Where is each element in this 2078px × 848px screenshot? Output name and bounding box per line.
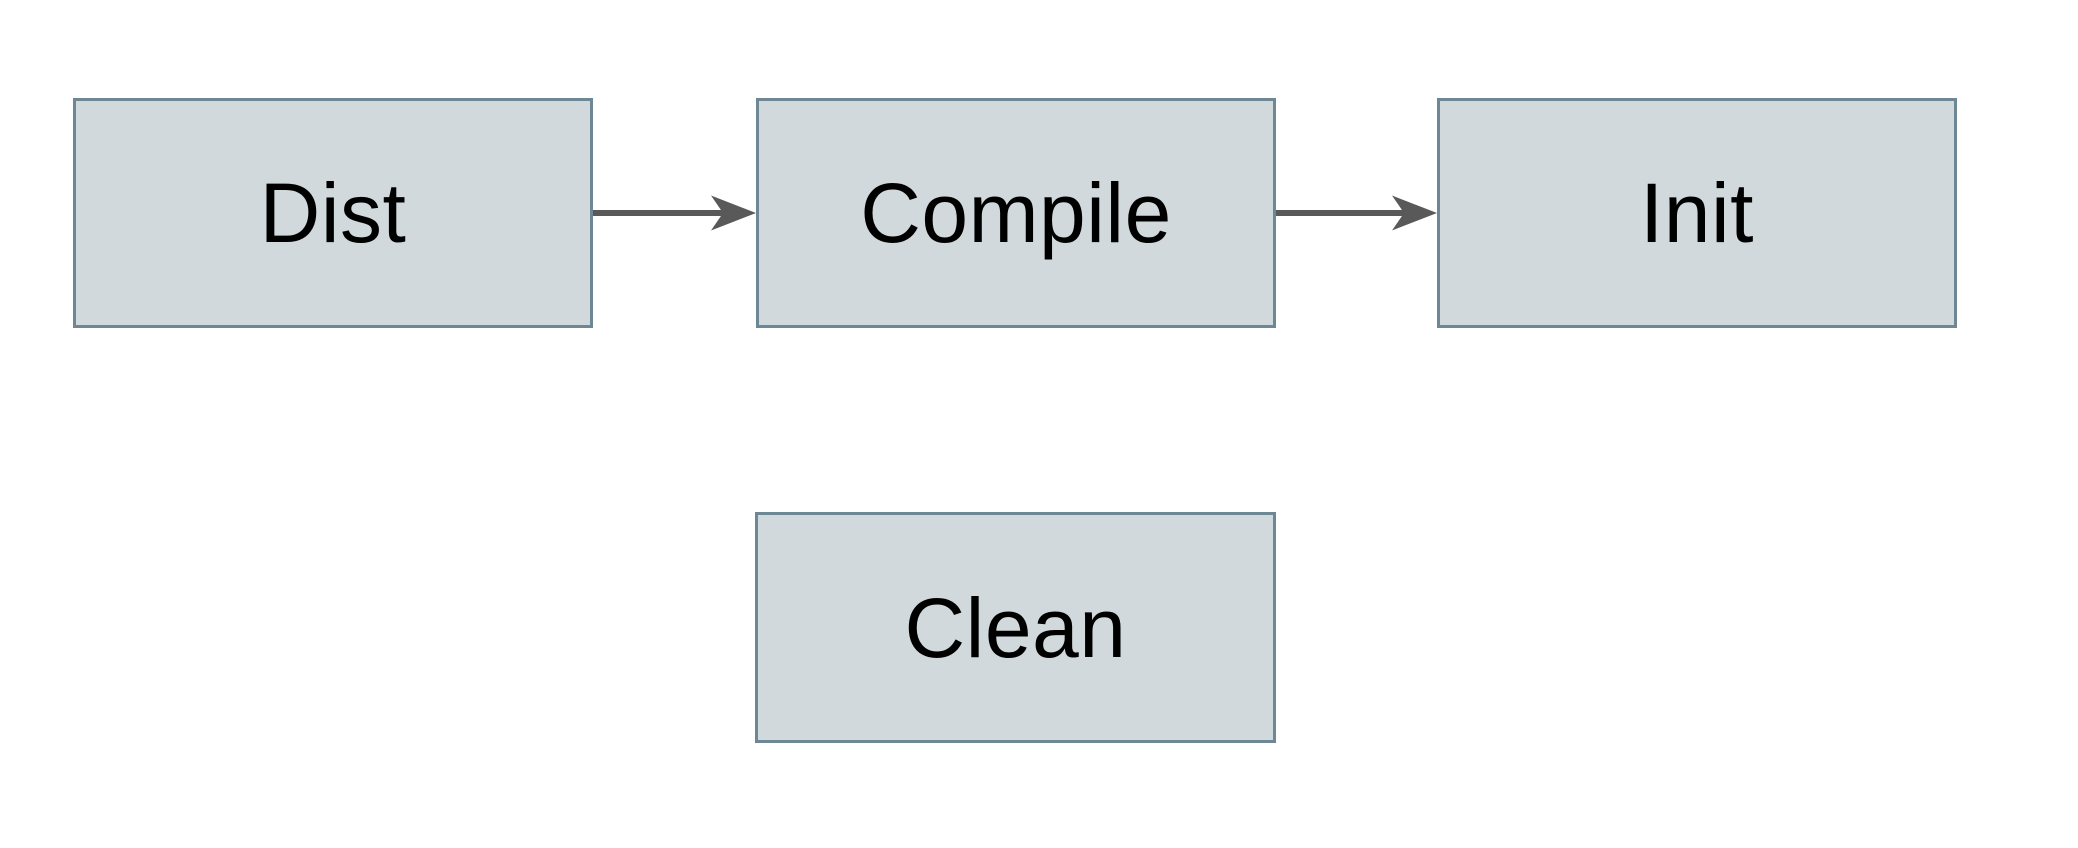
node-compile: Compile (756, 98, 1276, 328)
node-dist-label: Dist (259, 166, 407, 260)
arrow-dist-to-compile (593, 195, 756, 231)
node-init-label: Init (1639, 166, 1755, 260)
node-compile-label: Compile (860, 166, 1172, 260)
node-clean-label: Clean (904, 580, 1127, 675)
node-clean: Clean (755, 512, 1276, 743)
arrow-compile-to-init (1276, 195, 1437, 231)
node-dist: Dist (73, 98, 593, 328)
arrowhead-icon (1392, 195, 1437, 231)
node-init: Init (1437, 98, 1957, 328)
arrowhead-icon (711, 195, 756, 231)
